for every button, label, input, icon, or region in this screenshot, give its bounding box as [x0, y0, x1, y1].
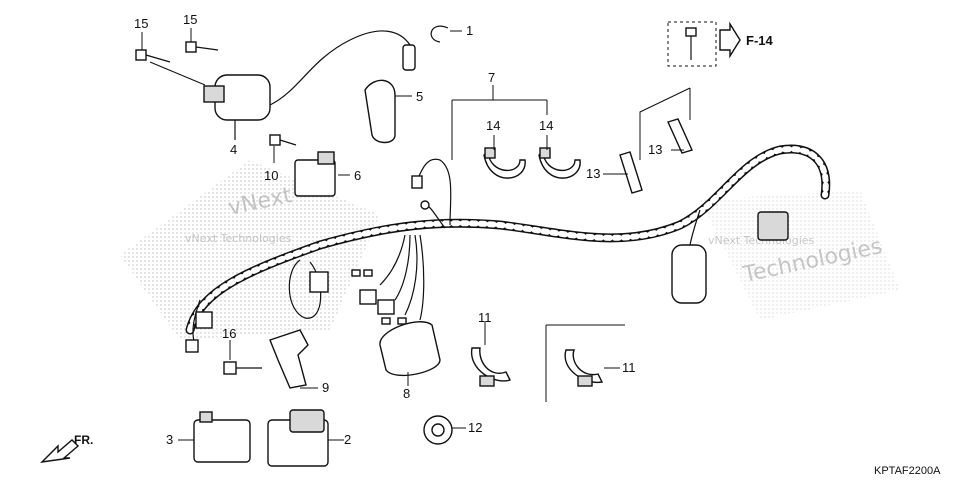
part-plug-cap: [364, 79, 412, 144]
callout-13: 13: [586, 166, 600, 181]
callout-5: 5: [416, 89, 423, 104]
callout-14: 14: [486, 118, 500, 133]
callout-16: 16: [222, 326, 236, 341]
front-direction-arrow: FR.: [40, 433, 93, 463]
coupler: [185, 339, 199, 353]
callout-11: 11: [622, 360, 636, 375]
part-cable-bands: [451, 85, 581, 179]
background-logo: [120, 160, 900, 340]
callout-1: 1: [466, 23, 473, 38]
bullet-connector: [351, 269, 361, 277]
reference-label: F-14: [746, 33, 774, 48]
bullet-connector: [397, 317, 407, 325]
callout-12: 12: [468, 420, 482, 435]
ground-terminal: [420, 200, 430, 210]
callout-4: 4: [230, 142, 237, 157]
right-coupler: [757, 211, 789, 241]
callout-15: 15: [183, 12, 197, 27]
part-regulator: [294, 151, 350, 197]
callout-10: 10: [264, 168, 278, 183]
part-clip: [430, 25, 462, 43]
diagram-code: KPTAF2200A: [874, 465, 941, 477]
callout-7: 7: [488, 70, 495, 85]
callout-15: 15: [134, 16, 148, 31]
callout-2: 2: [344, 432, 351, 447]
watermark-text: vNext Technologies: [185, 232, 292, 245]
callouts: 1 2 3 4 5 6 7 8 9 10 11 11 12 13 13 14 1…: [134, 12, 662, 447]
bullet-connector: [363, 269, 373, 277]
multi-pin-connector: [359, 289, 377, 305]
coupler: [195, 311, 213, 329]
part-clamps: [471, 322, 625, 402]
part-bracket: [223, 329, 318, 389]
callout-13: 13: [648, 142, 662, 157]
callout-14: 14: [539, 118, 553, 133]
part-bolts: [135, 28, 297, 163]
harness-connector: [411, 175, 423, 189]
relay-connector: [309, 271, 329, 293]
reference-box: F-14: [667, 21, 774, 67]
callout-6: 6: [354, 168, 361, 183]
callout-9: 9: [322, 380, 329, 395]
part-grommet: [423, 415, 466, 445]
callout-8: 8: [403, 386, 410, 401]
main-wire-harness: [185, 144, 831, 353]
front-label: FR.: [74, 433, 93, 447]
sensor-body: [671, 244, 707, 304]
part-wire-bands: [603, 87, 693, 194]
multi-pin-connector: [377, 299, 395, 315]
part-boxes: [178, 409, 344, 467]
part-ignition-coil: [203, 30, 416, 140]
part-sleeve: [379, 321, 441, 386]
callout-3: 3: [166, 432, 173, 447]
bullet-connector: [381, 317, 391, 325]
callout-11: 11: [478, 310, 492, 325]
